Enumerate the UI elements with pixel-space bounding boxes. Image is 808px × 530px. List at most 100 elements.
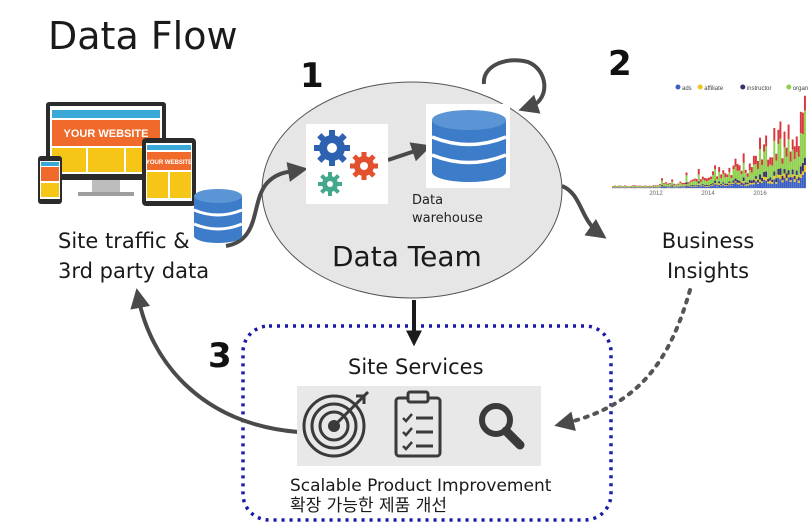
warehouse-label-line1: Data [412,193,444,208]
chart-bar-ads [671,186,674,188]
chart-bar-organic [752,164,755,180]
chart-bar-organic [748,170,751,181]
chart-bar-ads [738,184,741,188]
legend-label-affiliate: affiliate [704,86,724,92]
chart-bar-affiliate [767,181,770,184]
chart-bar-ads [791,177,794,188]
chart-bar-seo [652,185,655,186]
chart-bar-affiliate [685,184,688,186]
chart-bar-instructor [730,183,733,185]
chart-bar-organic [640,186,643,188]
chart-bar-ads [707,186,710,188]
chart-bar-seo [691,179,694,182]
chart-bar-seo [693,178,696,181]
chart-bar-organic [675,185,678,187]
chart-bar-ads [667,187,670,188]
chart-bar-organic [652,185,655,187]
chart-bar-organic [728,172,731,182]
chart-x-tick-2012: 2012 [649,191,663,197]
chart-bar-seo [765,135,768,147]
chart-bar-instructor [779,168,782,175]
target-icon [302,390,370,458]
chart-bar-instructor [712,183,714,185]
chart-bar-organic [614,185,616,188]
chart-bar-seo [689,180,692,182]
chart-bar-seo [754,155,757,165]
legend-label-organic: organic [793,86,808,92]
chart-bar-organic [624,186,627,188]
chart-bar-instructor [663,186,665,187]
chart-bar-ads [773,179,776,188]
chart-bar-organic [756,168,759,181]
chart-bar-organic [681,184,684,187]
chart-bar-ads [665,187,668,188]
chart-bar-ads [783,177,786,188]
chart-bar-affiliate [777,174,780,178]
chart-bar-ads [767,183,770,188]
chart-bar-affiliate [795,174,798,179]
chart-bar-seo [775,153,778,161]
chart-bar-seo [759,137,761,150]
chart-bar-seo [769,157,772,165]
chart-bar-affiliate [716,185,719,187]
chart-bar-affiliate [724,185,727,187]
chart-bar-affiliate [793,179,796,182]
chart-x-tick-2016: 2016 [753,191,767,197]
chart-bar-organic [673,184,676,187]
chart-bar-affiliate [736,182,739,185]
insights-label: Business Insights [640,226,776,286]
chart-bar-instructor [742,177,745,182]
chart-bar-affiliate [734,180,737,183]
chart-bar-organic [761,165,764,178]
chart-bar-ads [736,184,739,188]
chart-bar-instructor [718,181,721,184]
chart-bar-seo [644,185,647,187]
chart-bar-organic [775,160,778,179]
chart-bar-seo [712,171,714,175]
arrow-team-to-insights [561,184,607,239]
chart-bar-organic [791,149,794,170]
chart-bar-affiliate [718,183,721,185]
chart-bar-organic [703,180,706,186]
chart-bar-organic [683,184,686,187]
database-icon [193,189,243,243]
chart-bar-organic [669,184,672,187]
chart-bar-organic [636,186,639,188]
chart-bar-ads [689,186,692,188]
chart-bar-seo [661,178,663,181]
chart-bar-affiliate [748,182,751,185]
chart-bar-ads [716,186,719,188]
chart-bar-instructor [699,185,702,187]
chart-bar-organic [685,175,688,183]
chart-bar-organic [773,140,776,172]
chart-bar-ads [734,182,737,188]
chart-bar-organic [620,186,623,188]
step-number-2: 2 [608,44,632,84]
chart-bar-instructor [665,186,668,187]
chart-bar-organic [667,184,670,187]
chart-bar-seo [683,182,686,185]
chart-bar-seo [726,174,729,177]
chart-bar-instructor [787,170,790,175]
chart-bar-instructor [703,185,706,186]
chart-bar-instructor [756,180,759,183]
chart-bar-instructor [783,169,786,174]
chart-bar-affiliate [697,183,700,185]
chart-bar-seo [714,165,717,170]
step-number-1: 1 [300,56,324,96]
chart-bar-organic [638,186,641,188]
chart-bar-organic [612,186,614,188]
chart-bar-seo [785,147,788,157]
chart-bar-organic [626,186,629,188]
chart-bar-ads [771,183,774,188]
chart-bar-affiliate [763,176,766,180]
chart-bar-seo [763,144,766,152]
services-caption: Scalable Product Improvement 확장 가능한 제품 개… [290,476,551,516]
chart-bar-instructor [789,177,792,181]
chart-bar-affiliate [730,184,733,186]
chart-bar-seo [716,176,719,180]
chart-bar-organic [742,162,745,178]
chart-bar-seo [638,185,641,187]
website-banner-monitor: YOUR WEBSITE [64,128,149,140]
chart-bar-ads [744,185,747,188]
